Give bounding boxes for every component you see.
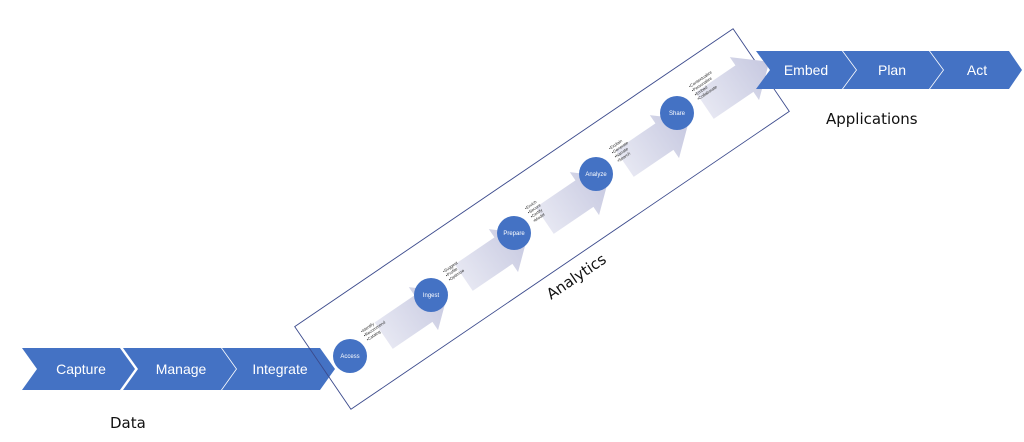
analytics-group-label: Analytics [543, 250, 610, 303]
svg-text:•Secure: •Secure [527, 202, 543, 215]
svg-text:•Enrich: •Enrich [524, 199, 538, 211]
analytics-arrow-access [374, 287, 449, 349]
bullet-ingest-2: Profile [446, 266, 459, 277]
app-step-act-label: Act [967, 62, 987, 78]
data-step-integrate-label: Integrate [252, 361, 307, 377]
svg-text:•Search: •Search [616, 150, 632, 163]
stage-label-ingest: Ingest [423, 293, 440, 299]
data-step-manage-label: Manage [156, 361, 207, 377]
app-step-plan-label: Plan [878, 62, 906, 78]
svg-text:•Certify: •Certify [529, 207, 544, 219]
app-step-embed-label: Embed [784, 62, 828, 78]
app-step-embed[interactable]: Embed [756, 51, 856, 89]
analytics-stage-analyze[interactable]: Analyze •Explain •Generate •Narrate •Sea… [579, 136, 635, 191]
stage-label-prepare: Prepare [503, 231, 525, 237]
analytics-arrow-analyze [615, 115, 690, 177]
stage-circle-access [333, 339, 367, 373]
analytics-arrow-share [695, 57, 770, 119]
bullet-analyze-4: Search [617, 150, 631, 162]
stage-bullets-prepare: •Enrich •Secure •Certify •Model [524, 199, 546, 223]
stage-circle-analyze [579, 157, 613, 191]
bullet-prepare-2: Secure [528, 202, 542, 214]
applications-group-label: Applications [826, 110, 918, 128]
analytics-stage-share[interactable]: Share •Contextualize •Personalize •Embed… [660, 69, 722, 130]
bullet-share-3: Embed [695, 84, 709, 96]
app-step-plan[interactable]: Plan [843, 51, 943, 89]
stage-circle-prepare [497, 216, 531, 250]
bullet-prepare-1: Enrich [525, 199, 538, 210]
analytics-stage-access[interactable]: Access •Identify •Recommend •Catalog [333, 315, 390, 373]
bullet-prepare-3: Certify [531, 207, 545, 218]
analytics-stage-prepare[interactable]: Prepare •Enrich •Secure •Certify •Model [497, 198, 548, 250]
stage-label-share: Share [669, 111, 686, 117]
stage-circle-share [660, 96, 694, 130]
data-step-capture-label: Capture [56, 361, 106, 377]
stage-bullets-analyze: •Explain •Generate •Narrate •Search [608, 138, 632, 163]
svg-text:•Profile: •Profile [445, 266, 459, 278]
data-step-capture[interactable]: Capture [22, 348, 135, 390]
svg-text:•Embed: •Embed [693, 84, 709, 97]
bullet-prepare-4: Model [533, 212, 545, 223]
stage-bullets-share: •Contextualize •Personalize •Embed •Coll… [688, 69, 719, 101]
svg-text:•Model: •Model [532, 212, 546, 223]
data-step-integrate[interactable]: Integrate [222, 348, 335, 390]
data-step-manage[interactable]: Manage [123, 348, 236, 390]
stage-circle-ingest [414, 278, 448, 312]
stage-label-analyze: Analyze [585, 172, 607, 178]
stage-label-access: Access [340, 354, 359, 360]
app-step-act[interactable]: Act [930, 51, 1022, 89]
data-group-label: Data [110, 414, 146, 432]
